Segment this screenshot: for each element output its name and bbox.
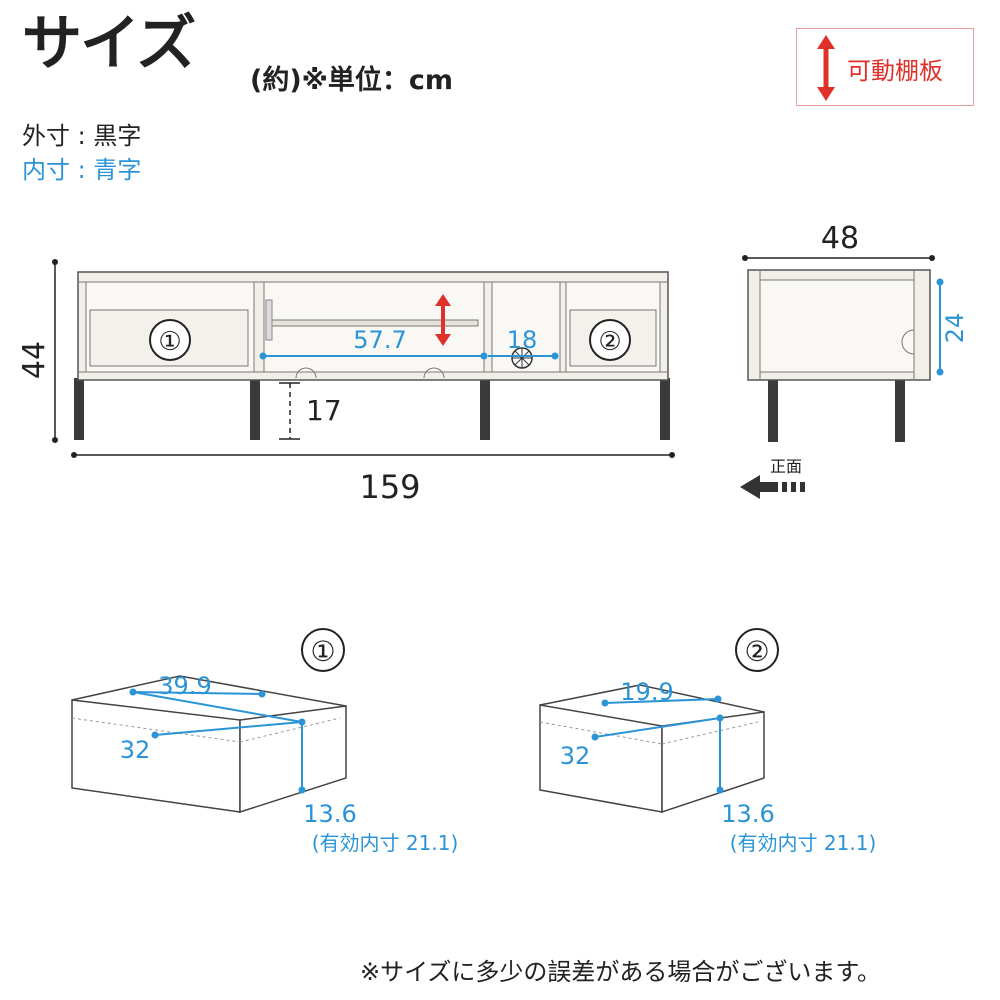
leg-height-label: 17 [306,394,342,427]
inner-height-label: 24 [941,313,969,344]
leg [480,378,490,440]
inner-side-width-label: 18 [507,326,538,354]
unit-note: (約)※単位：cm [250,65,454,96]
width-label: 159 [359,468,420,506]
front-direction-label: 正面 [770,457,802,476]
drawer-2-width-label: 19.9 [620,678,673,706]
leg [660,378,670,440]
drawer-1-mark: ① [158,327,181,357]
movable-shelf-label: 可動棚板 [847,57,943,85]
drawer-1-depth-label: 32 [120,736,151,764]
drawer-1-width-line [132,691,263,695]
drawer-2-depth-line [594,717,721,738]
drawer-2-width-line [604,698,719,704]
leg [768,378,778,442]
drawer-1-depth-line [154,721,303,736]
inner-shelf-width-label: 57.7 [353,326,406,354]
depth-label: 48 [821,221,859,256]
leg [895,378,905,442]
drawer-1-width-label: 39.9 [158,672,211,700]
drawer-2-diagram: ② 19.9 32 13.6 (有効内寸 21.1) [539,628,877,855]
drawer-1-height-label: 13.6 [303,800,356,828]
drawer-2-mark: ② [598,327,621,357]
drawer-1-title-mark: ① [310,635,335,668]
drawer-1-diagram: ① 39.9 32 13.6 (有効内寸 21.1) [71,628,459,855]
drawer-2-title-mark: ② [744,635,769,668]
drawer-2-height-label: 13.6 [721,800,774,828]
front-view: 44 ① ② [17,259,675,506]
movable-shelf-legend: 可動棚板 [796,28,974,106]
drawer-2-effective-note: (有効内寸 21.1) [730,831,877,855]
movable-shelf-arrow-icon [435,294,451,346]
footnote: ※サイズに多少の誤差がある場合がございます。 [360,958,881,986]
legend-inner-dimensions: 内寸 : 青字 [22,156,142,184]
leg [74,378,84,440]
cable-grommet-icon [511,347,533,369]
legend-outer-dimensions: 外寸 : 黒字 [22,122,142,150]
height-label: 44 [17,341,52,379]
drawer-1-effective-note: (有効内寸 21.1) [312,831,459,855]
leg [250,378,260,440]
front-arrow-icon [740,475,805,499]
page-title: サイズ [22,9,196,79]
double-arrow-icon [817,35,835,101]
drawer-2-depth-label: 32 [560,742,591,770]
side-view: 48 24 正面 [740,221,969,499]
